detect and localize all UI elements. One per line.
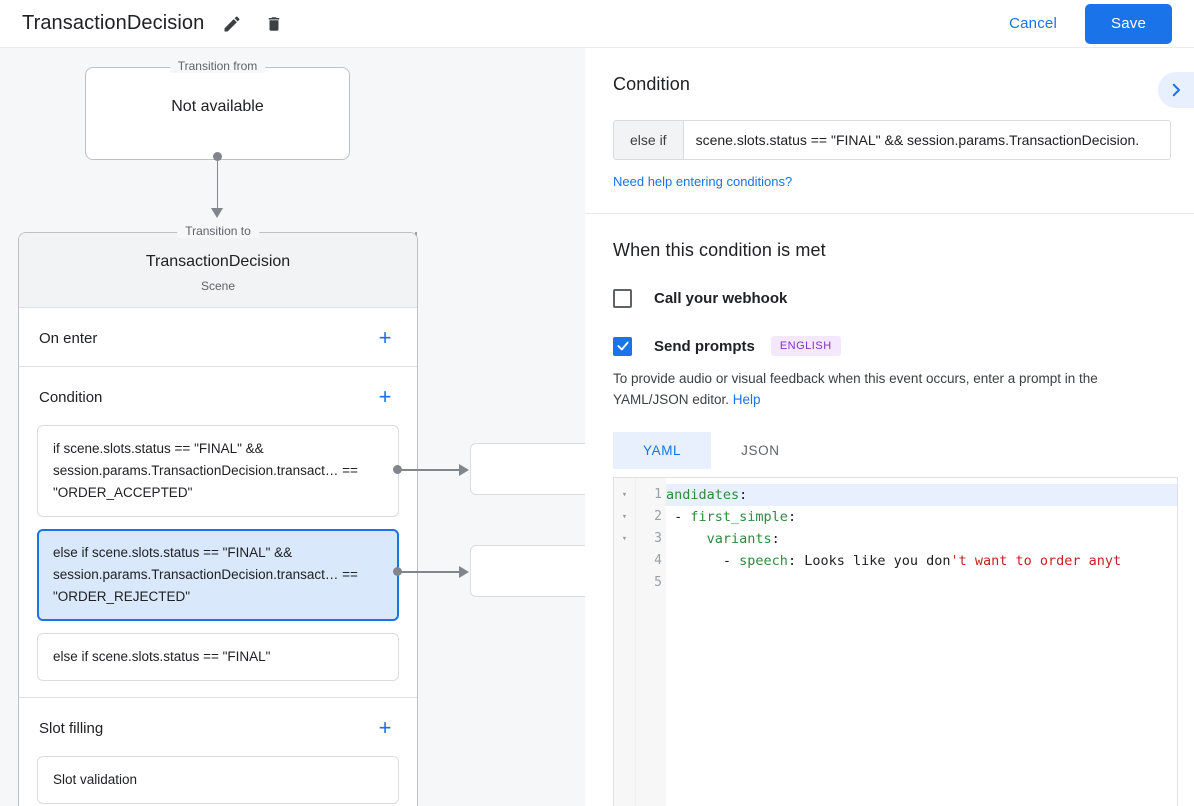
trash-icon	[269, 16, 280, 31]
when-condition-met-heading: When this condition is met	[613, 240, 826, 260]
prompts-hint-body: To provide audio or visual feedback when…	[613, 371, 1098, 407]
check-icon	[616, 341, 629, 351]
condition-help-link[interactable]: Need help entering conditions?	[613, 174, 793, 189]
code-token: first_simple	[690, 509, 788, 525]
branch-line-rejected	[400, 571, 463, 573]
add-slot-filling-button[interactable]: +	[378, 715, 392, 740]
language-badge: ENGLISH	[770, 336, 841, 356]
line-number: 4	[654, 553, 662, 568]
section-title-slot-filling: Slot filling	[39, 719, 104, 737]
code-token: variants	[706, 531, 772, 547]
line-number: 1	[654, 487, 662, 502]
tab-yaml[interactable]: YAML	[613, 432, 712, 469]
target-box-rejected[interactable]	[470, 545, 585, 597]
send-prompts-checkbox[interactable]	[613, 336, 632, 356]
topbar-actions: Cancel Save	[999, 3, 1172, 44]
transition-from-value: Not available	[171, 98, 264, 115]
code-line[interactable]: - speech: Looks like you don't want to o…	[666, 550, 1177, 572]
chevron-right-icon	[1172, 83, 1180, 97]
section-on-enter: On enter +	[19, 308, 417, 367]
code-token: :	[787, 509, 797, 525]
condition-prefix-label: else if	[614, 121, 684, 159]
fold-marker	[614, 572, 635, 594]
line-number: 5	[654, 575, 662, 590]
section-title-condition: Condition	[39, 388, 103, 406]
tab-json[interactable]: JSON	[741, 443, 780, 458]
code-line[interactable]	[666, 572, 1177, 594]
scene-name: TransactionDecision	[145, 253, 291, 270]
connector-arrow	[211, 208, 223, 218]
section-title-on-enter: On enter	[39, 329, 98, 347]
transition-from-box: Transition from Not available	[85, 59, 350, 160]
branch-arrow-accepted	[459, 463, 469, 476]
code-line[interactable]: andidates:	[666, 484, 1177, 506]
condition-header-section: Condition else if Need help entering con…	[585, 48, 1194, 214]
fold-marker[interactable]: ▾	[621, 512, 628, 522]
transition-to-legend: Transition to	[177, 224, 259, 238]
editor-format-tabs: YAML JSON	[613, 432, 1166, 469]
code-editor[interactable]: ▾ ▾ ▾ 1 2 3 4 5 andidates: - first_simpl…	[613, 477, 1178, 806]
condition-item-final[interactable]: else if scene.slots.status == "FINAL"	[37, 633, 399, 681]
code-token: :	[771, 531, 780, 547]
add-condition-button[interactable]: +	[378, 384, 392, 409]
line-number: 2	[654, 509, 662, 524]
condition-heading: Condition	[613, 74, 690, 94]
editor-code-area[interactable]: andidates: - first_simple: variants: - s…	[666, 478, 1177, 806]
top-app-bar: TransactionDecision Cancel Save	[0, 0, 1194, 48]
code-token	[666, 531, 707, 547]
condition-expression-input[interactable]	[683, 121, 1170, 159]
scene-card: Transition to TransactionDecision Scene …	[18, 224, 418, 806]
pencil-icon	[224, 15, 240, 31]
delete-trash-icon[interactable]	[260, 10, 288, 38]
expand-panel-button[interactable]	[1158, 72, 1194, 108]
code-token: -	[666, 553, 740, 569]
transition-from-legend: Transition from	[169, 59, 266, 73]
section-slot-filling: Slot filling + Slot validation	[19, 698, 417, 806]
branch-arrow-rejected	[459, 565, 469, 578]
call-webhook-checkbox[interactable]	[613, 289, 632, 308]
save-button[interactable]: Save	[1085, 3, 1172, 44]
code-token: : Looks like you don	[787, 553, 951, 569]
flow-canvas[interactable]: Transition from Not available Transition…	[0, 48, 585, 806]
detail-panel: Condition else if Need help entering con…	[585, 48, 1194, 806]
fold-marker[interactable]: ▾	[621, 534, 628, 544]
line-number: 3	[654, 531, 662, 546]
section-condition: Condition + if scene.slots.status == "FI…	[19, 367, 417, 698]
cancel-button[interactable]: Cancel	[999, 7, 1067, 40]
condition-item-order-rejected[interactable]: else if scene.slots.status == "FINAL" &&…	[37, 529, 399, 621]
scene-type: Scene	[200, 279, 236, 293]
send-prompts-label: Send prompts	[654, 337, 755, 355]
slot-validation-item[interactable]: Slot validation	[37, 756, 399, 804]
code-line[interactable]: variants:	[666, 528, 1177, 550]
prompts-help-link[interactable]: Help	[732, 392, 761, 407]
prompts-hint-text: To provide audio or visual feedback when…	[613, 368, 1166, 410]
code-token: 't want to order anyt	[950, 553, 1122, 569]
code-token: :	[739, 487, 748, 503]
target-box-accepted[interactable]	[470, 443, 585, 495]
branch-line-accepted	[400, 469, 463, 471]
fold-marker[interactable]: ▾	[621, 490, 628, 500]
page-title: TransactionDecision	[22, 12, 205, 34]
call-webhook-label: Call your webhook	[654, 290, 788, 307]
condition-item-order-accepted[interactable]: if scene.slots.status == "FINAL" && sess…	[37, 425, 399, 517]
connector-line	[216, 156, 218, 212]
scene-header: TransactionDecision Scene	[19, 233, 417, 308]
code-line[interactable]: - first_simple:	[666, 506, 1177, 528]
branch-dot-rejected	[393, 567, 402, 576]
condition-actions-section: When this condition is met Call your web…	[585, 214, 1194, 806]
send-prompts-row: Send prompts ENGLISH	[613, 336, 1166, 356]
webhook-row: Call your webhook	[613, 289, 1166, 308]
editor-fold-gutter[interactable]: ▾ ▾ ▾	[614, 478, 636, 806]
code-token: andidates	[666, 487, 740, 503]
code-token: speech	[739, 553, 788, 569]
edit-pencil-icon[interactable]	[218, 10, 246, 38]
code-token: -	[666, 509, 691, 525]
condition-input-row: else if	[613, 120, 1171, 160]
editor-line-numbers: 1 2 3 4 5	[636, 478, 666, 806]
fold-marker	[614, 550, 635, 572]
branch-dot-accepted	[393, 465, 402, 474]
add-on-enter-button[interactable]: +	[378, 325, 392, 350]
